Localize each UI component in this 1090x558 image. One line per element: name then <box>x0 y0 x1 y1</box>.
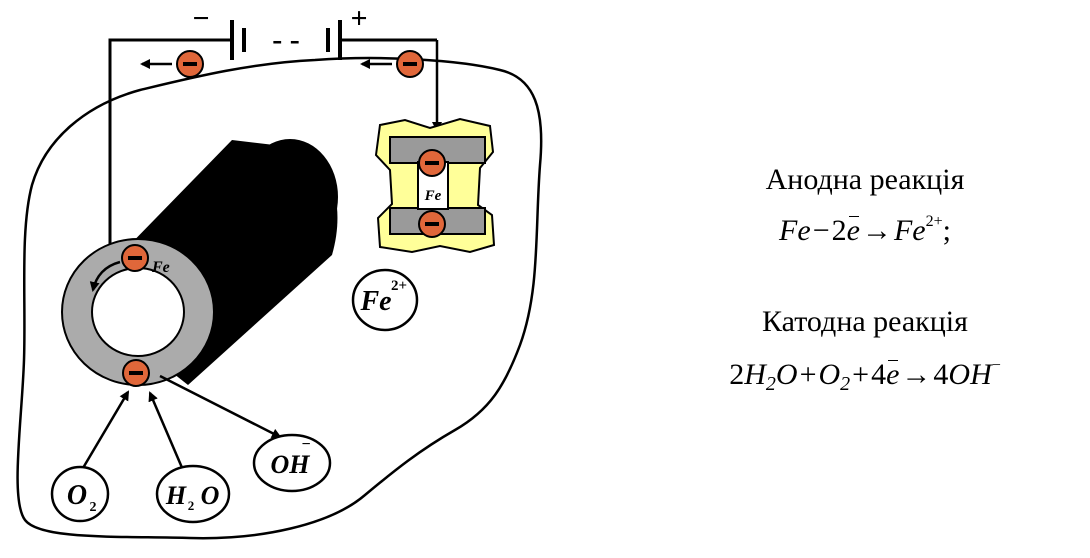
cathode-h-sub: 2 <box>765 373 776 395</box>
oh-circle <box>252 433 332 493</box>
anode-reaction-title: Анодна реакція <box>765 163 965 196</box>
external-wire <box>108 38 232 253</box>
anode-reactant: Fe <box>779 214 811 247</box>
fe-ion: Fe 2+ <box>351 268 419 332</box>
hydroxide-ion: OH − <box>252 433 332 493</box>
battery-minus-sign: − <box>192 2 209 35</box>
h2o-subscript: 2 <box>188 498 195 513</box>
cathode-water-coef: 2 <box>729 358 745 391</box>
o2-molecule: O 2 <box>50 465 110 523</box>
cathode-plus-2: + <box>852 358 870 391</box>
fe-cathode-label: Fe <box>151 259 170 276</box>
h2o-symbol-o: O <box>201 481 220 510</box>
o2-circle <box>50 465 110 523</box>
electron-wire-left <box>176 50 204 78</box>
cathode-plus-1: + <box>799 358 817 391</box>
electrolyte-boundary <box>16 56 543 540</box>
fe-ion-circle <box>351 268 419 332</box>
fe-anode-label: Fe <box>424 188 442 204</box>
h2o-molecule: H 2 O <box>155 464 231 524</box>
cathode-reaction-equation: 2H2O+O2+4e→4OH− <box>640 348 1090 402</box>
anode-iron <box>374 117 496 254</box>
anode-electron: e <box>846 214 860 247</box>
electron-pipe-bottom <box>122 359 150 387</box>
electron-wire-right <box>396 50 424 78</box>
anode-reaction-equation: Fe−2e→Fe2+; <box>640 204 1090 249</box>
anode-electron-coef: 2 <box>831 214 847 247</box>
h2o-circle <box>155 464 231 524</box>
battery-plus-sign: + <box>350 2 367 35</box>
cathode-oh-charge: − <box>991 357 1001 374</box>
battery-gap: - - <box>272 23 299 56</box>
o2-symbol: O <box>67 480 87 511</box>
cathode-electron-coef: 4 <box>871 358 887 391</box>
anode-arrow: → <box>861 214 892 247</box>
cathode-water-o: O <box>775 358 798 391</box>
electron-pipe-top <box>121 244 149 272</box>
battery: - - − + <box>192 2 368 60</box>
oh-charge: − <box>301 436 310 453</box>
arrow-pipe-to-oh <box>159 374 282 439</box>
electron-anode-bottom <box>418 210 446 238</box>
cathode-o2-sub: 2 <box>840 373 851 395</box>
cathode-h: H <box>744 358 766 391</box>
cathode-electron: e <box>886 358 900 391</box>
anode-minus: − <box>812 214 830 247</box>
ring-flow-arrow <box>89 260 121 292</box>
h2o-symbol-h: H <box>165 481 187 510</box>
cathode-o2: O <box>818 358 841 391</box>
steel-pipe <box>61 139 338 386</box>
arrow-h2o-to-pipe <box>148 391 185 471</box>
cathode-reaction-title: Катодна реакція <box>762 305 968 338</box>
electron-anode-top <box>418 149 446 177</box>
anode-product: Fe <box>893 214 926 247</box>
arrow-o2-to-pipe <box>81 390 130 469</box>
fe-ion-charge: 2+ <box>391 278 407 294</box>
cathode-arrow: → <box>901 358 932 391</box>
pipe-opening <box>91 267 185 357</box>
anode-semicolon: ; <box>942 214 951 247</box>
cathode-oh: OH <box>948 358 992 391</box>
anode-product-charge: 2+ <box>925 213 943 230</box>
pipe-far-end <box>242 139 338 255</box>
fe-ion-symbol: Fe <box>359 286 391 317</box>
oh-symbol: OH <box>271 450 311 479</box>
cathode-oh-coef: 4 <box>933 358 949 391</box>
o2-subscript: 2 <box>90 500 97 515</box>
corrosion-diagram: - - − + Fe Fe Fe 2+ O <box>16 2 543 540</box>
